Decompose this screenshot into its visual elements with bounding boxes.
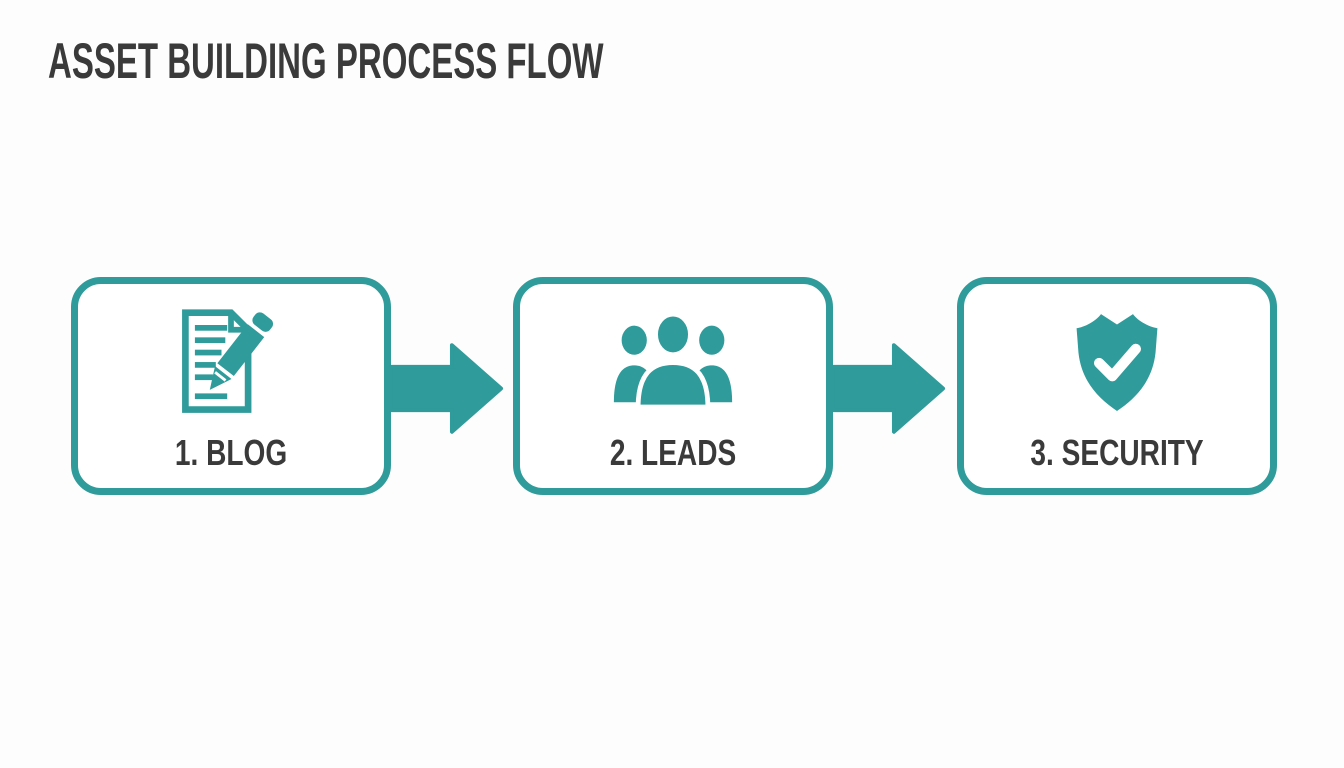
step-box-leads: 2. LEADS <box>513 277 833 495</box>
step-box-security: 3. SECURITY <box>957 277 1277 495</box>
flow-arrow-1 <box>389 340 505 437</box>
step-label-blog: 1. BLOG <box>174 432 288 473</box>
arrow-right-icon <box>831 343 946 434</box>
step-box-blog: 1. BLOG <box>71 277 391 495</box>
arrow-right-icon <box>389 343 504 434</box>
step-label-security: 3. SECURITY <box>1030 432 1204 473</box>
flow-arrow-2 <box>831 340 947 437</box>
people-group-icon <box>610 302 736 424</box>
step-label-leads: 2. LEADS <box>609 432 737 473</box>
page-title: ASSET BUILDING PROCESS FLOW <box>48 33 604 89</box>
shield-check-icon <box>1070 302 1164 424</box>
document-pencil-icon <box>174 302 288 424</box>
